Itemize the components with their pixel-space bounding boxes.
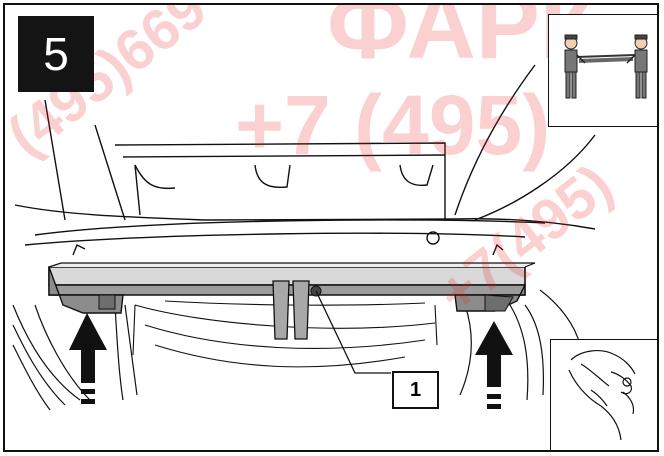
two-people-carrying-icon [564, 34, 648, 99]
step-number-badge: 5 [18, 16, 94, 92]
instruction-panel: ФАРК +7 (495) (495)669 +7(495) 5 [3, 3, 659, 452]
hand-tightening-icon [568, 350, 636, 441]
tow-bar-beam [48, 262, 536, 340]
step-number: 5 [43, 28, 69, 80]
car-underside-drawing [12, 64, 596, 411]
part-number: 1 [409, 378, 422, 401]
up-arrow-icon [475, 321, 513, 409]
two-people-inset [548, 14, 657, 127]
hand-tightening-inset [550, 339, 657, 450]
part-callout: 1 [392, 371, 439, 409]
leader-line [315, 290, 391, 374]
up-arrow-icon [69, 313, 107, 404]
